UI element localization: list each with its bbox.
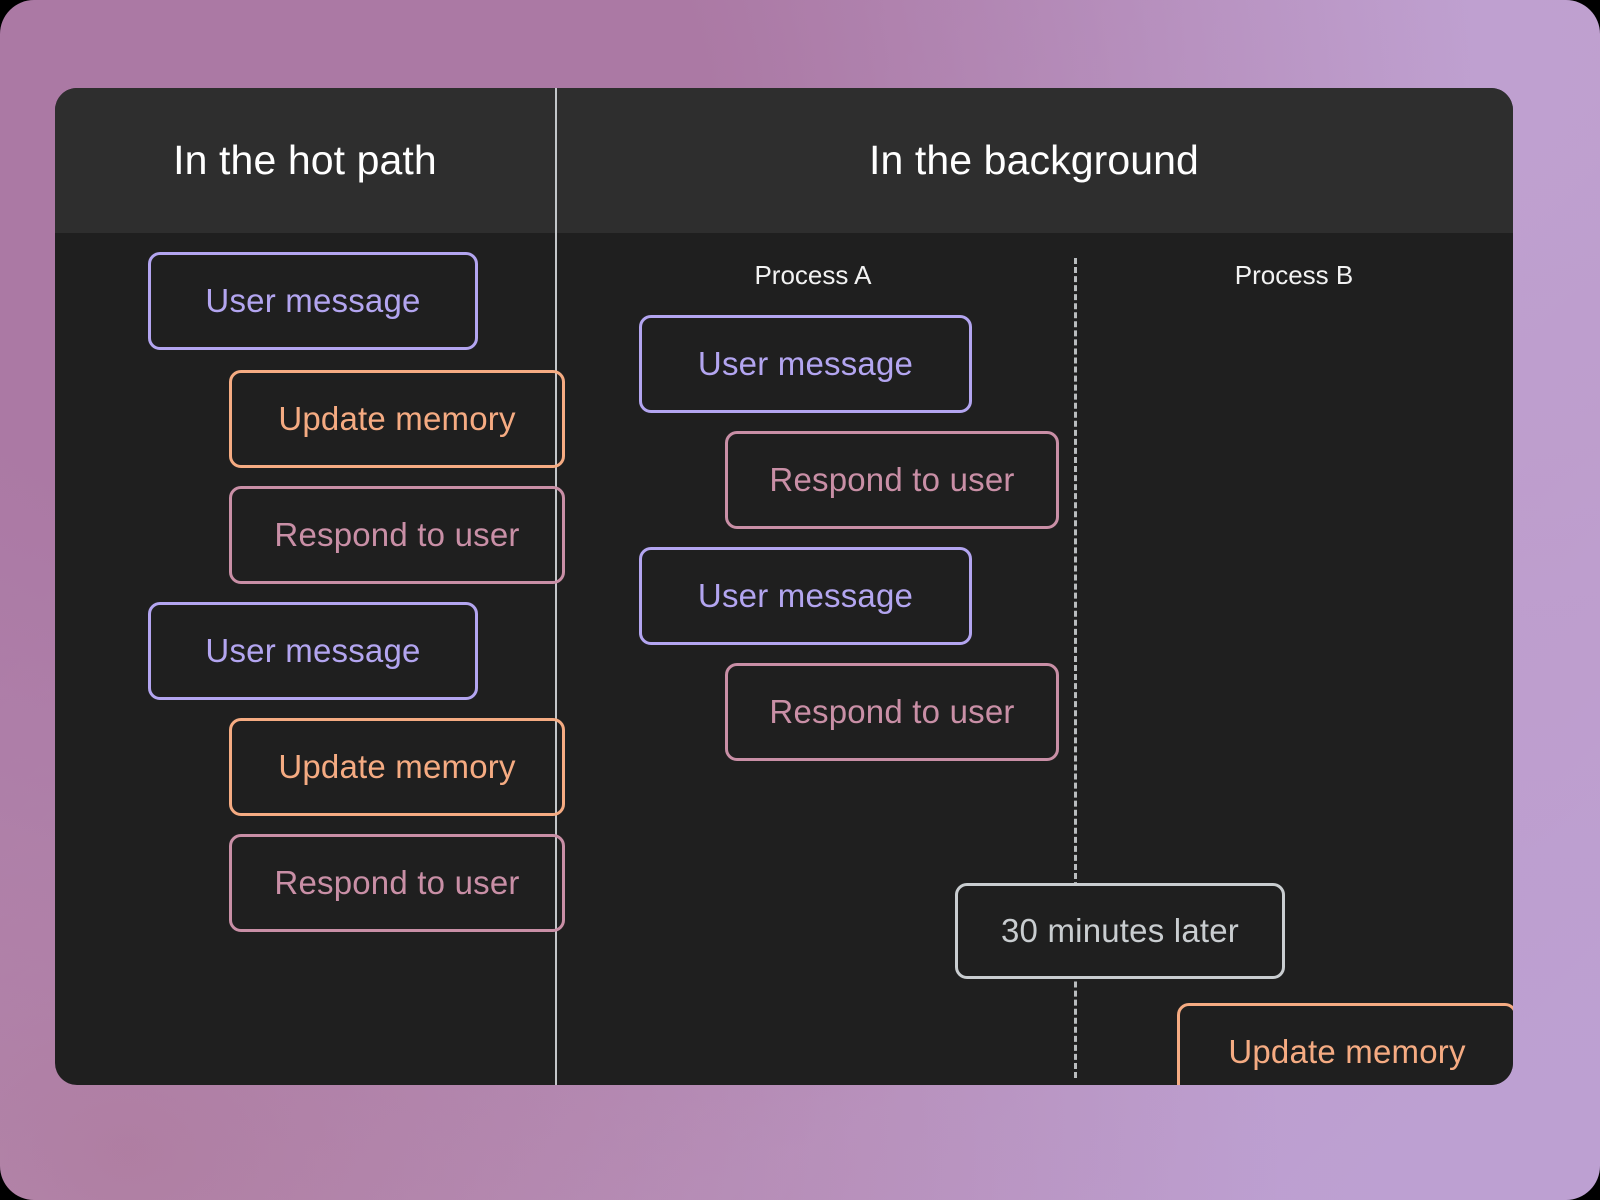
- process-label-b: Process B: [1234, 260, 1354, 290]
- step-label: Update memory: [1228, 1033, 1466, 1070]
- step-label: User message: [697, 577, 914, 614]
- step-label: Respond to user: [274, 864, 520, 901]
- process-b-step-update-memory: Update memory: [1177, 1003, 1513, 1085]
- step-label: Respond to user: [769, 693, 1015, 730]
- process-a-step-user-message-2: User message: [639, 547, 972, 645]
- step-label: 30 minutes later: [1001, 912, 1239, 949]
- process-a-step-respond-to-user-2: Respond to user: [725, 663, 1059, 761]
- step-label: Respond to user: [769, 461, 1015, 498]
- hot-path-step-user-message-2: User message: [148, 602, 478, 700]
- hot-path-step-update-memory-2: Update memory: [229, 718, 565, 816]
- panel-body: Process A Process B User message Update …: [55, 233, 1513, 1085]
- hot-path-step-user-message-1: User message: [148, 252, 478, 350]
- hot-path-step-update-memory-1: Update memory: [229, 370, 565, 468]
- column-divider: [555, 88, 557, 1085]
- step-label: User message: [205, 282, 421, 319]
- step-label: Update memory: [278, 400, 516, 437]
- step-label: User message: [697, 345, 914, 382]
- column-title-hot-path: In the hot path: [173, 137, 437, 183]
- process-label-a: Process A: [754, 260, 872, 290]
- step-label: Update memory: [278, 748, 516, 785]
- time-marker-30-minutes-later: 30 minutes later: [955, 883, 1285, 979]
- process-a-step-user-message-1: User message: [639, 315, 972, 413]
- column-title-background: In the background: [869, 137, 1199, 183]
- step-label: User message: [205, 632, 421, 669]
- process-a-step-respond-to-user-1: Respond to user: [725, 431, 1059, 529]
- step-label: Respond to user: [274, 516, 520, 553]
- hot-path-step-respond-to-user-2: Respond to user: [229, 834, 565, 932]
- hot-path-step-respond-to-user-1: Respond to user: [229, 486, 565, 584]
- panel-header: In the hot path In the background: [55, 88, 1513, 233]
- process-divider-dashed: [1074, 258, 1077, 1078]
- diagram-panel: In the hot path In the background Proces…: [55, 88, 1513, 1085]
